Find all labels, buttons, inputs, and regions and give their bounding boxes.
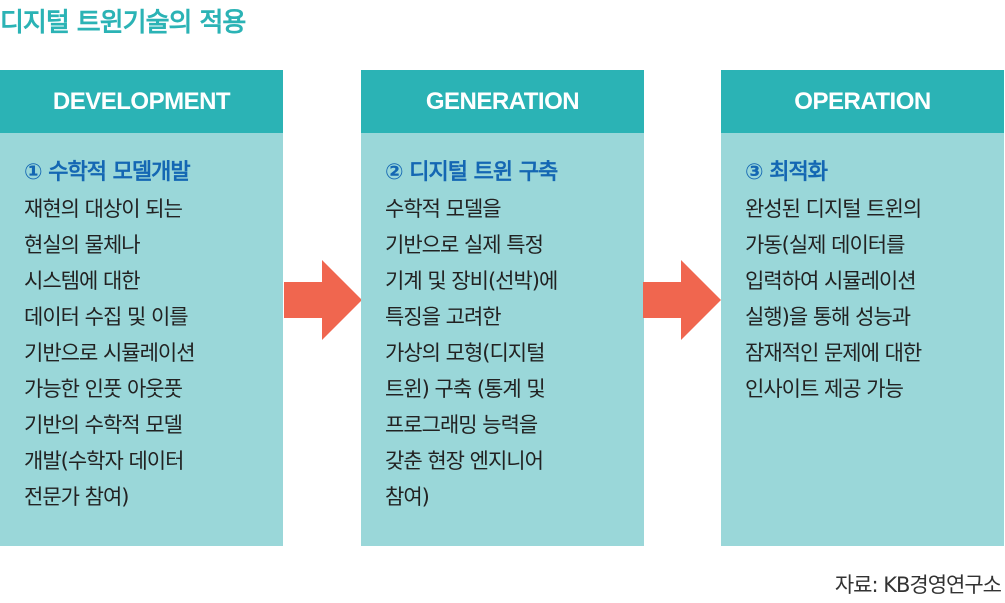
stage-text-line: 참여) — [385, 485, 430, 509]
stage-text-line: 특징을 고려한 — [385, 305, 502, 329]
stage-body: ② 디지털 트윈 구축 수학적 모델을 기반으로 실제 특정 기계 및 장비(선… — [361, 133, 644, 515]
stage-subtitle: ② 디지털 트윈 구축 — [385, 160, 558, 185]
stage-text-line: 전문가 참여) — [24, 485, 129, 509]
stage-text-line: 프로그래밍 능력을 — [385, 413, 538, 437]
stage-subtitle: ① 수학적 모델개발 — [24, 160, 191, 185]
stage-text-line: 현실의 물체나 — [24, 233, 141, 257]
source-caption: 자료: KB경영연구소 — [834, 573, 1002, 597]
arrow-shape — [284, 260, 362, 340]
stage-text-line: 실행)을 통해 성능과 — [745, 305, 911, 329]
stage-text-line: 가능한 인풋 아웃풋 — [24, 377, 183, 401]
stage-card-operation: OPERATION ③ 최적화 완성된 디지털 트윈의 가동(실제 데이터를 입… — [721, 70, 1004, 546]
arrow-right-icon — [643, 260, 721, 340]
stage-card-development: DEVELOPMENT ① 수학적 모델개발 재현의 대상이 되는 현실의 물체… — [0, 70, 283, 546]
stage-text-line: 입력하여 시뮬레이션 — [745, 269, 917, 293]
stage-header: DEVELOPMENT — [0, 70, 283, 133]
stage-card-generation: GENERATION ② 디지털 트윈 구축 수학적 모델을 기반으로 실제 특… — [361, 70, 644, 546]
stage-text-line: 잠재적인 문제에 대한 — [745, 341, 922, 365]
stage-text-line: 갖춘 현장 엔지니어 — [385, 449, 544, 473]
stage-text-line: 인사이트 제공 가능 — [745, 377, 904, 401]
stage-text-line: 기반으로 실제 특정 — [385, 233, 544, 257]
stage-text-line: 가상의 모형(디지털 — [385, 341, 545, 365]
stage-text-line: 수학적 모델을 — [385, 197, 502, 221]
stage-text-line: 기반으로 시뮬레이션 — [24, 341, 196, 365]
stage-text-line: 시스템에 대한 — [24, 269, 141, 293]
page-title: 디지털 트윈기술의 적용 — [0, 8, 246, 38]
stage-text-line: 기계 및 장비(선박)에 — [385, 269, 558, 293]
stage-text-line: 가동(실제 데이터를 — [745, 233, 905, 257]
stage-body: ① 수학적 모델개발 재현의 대상이 되는 현실의 물체나 시스템에 대한 데이… — [0, 133, 283, 515]
stage-text-line: 개발(수학자 데이터 — [24, 449, 184, 473]
stage-text-line: 완성된 디지털 트윈의 — [745, 197, 922, 221]
stage-subtitle: ③ 최적화 — [745, 160, 828, 185]
stage-text-line: 재현의 대상이 되는 — [24, 197, 183, 221]
stage-header: OPERATION — [721, 70, 1004, 133]
stage-text-line: 트윈) 구축 (통계 및 — [385, 377, 546, 401]
stage-text-line: 데이터 수집 및 이를 — [24, 305, 189, 329]
arrow-right-icon — [284, 260, 362, 340]
stage-body: ③ 최적화 완성된 디지털 트윈의 가동(실제 데이터를 입력하여 시뮬레이션 … — [721, 133, 1004, 407]
stage-header: GENERATION — [361, 70, 644, 133]
stage-text-line: 기반의 수학적 모델 — [24, 413, 183, 437]
arrow-shape — [643, 260, 721, 340]
